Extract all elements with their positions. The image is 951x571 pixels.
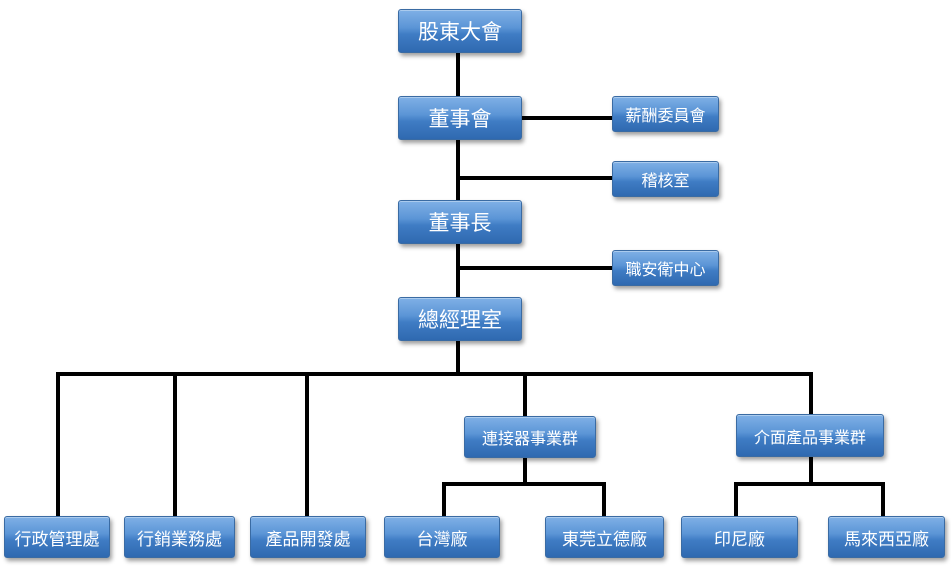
node-president-office: 總經理室: [398, 297, 522, 341]
node-taiwan-plant: 台灣廠: [384, 516, 500, 558]
node-chairman: 董事長: [398, 200, 522, 244]
node-compensation-committee: 薪酬委員會: [612, 96, 719, 132]
node-audit-office: 稽核室: [612, 161, 719, 197]
node-board-of-directors: 董事會: [398, 96, 522, 140]
node-indonesia-plant: 印尼廠: [681, 516, 798, 558]
node-safety-health-center: 職安衛中心: [612, 250, 719, 286]
node-product-dev-dept: 產品開發處: [250, 516, 366, 558]
node-malaysia-plant: 馬來西亞廠: [828, 516, 945, 558]
node-sales-dept: 行銷業務處: [124, 516, 235, 558]
node-shareholders-meeting: 股東大會: [398, 9, 522, 53]
node-admin-dept: 行政管理處: [4, 516, 110, 558]
node-interface-business-group: 介面產品事業群: [736, 414, 884, 457]
node-dongguan-plant: 東莞立德廠: [545, 516, 664, 558]
node-connector-business-group: 連接器事業群: [464, 416, 596, 458]
